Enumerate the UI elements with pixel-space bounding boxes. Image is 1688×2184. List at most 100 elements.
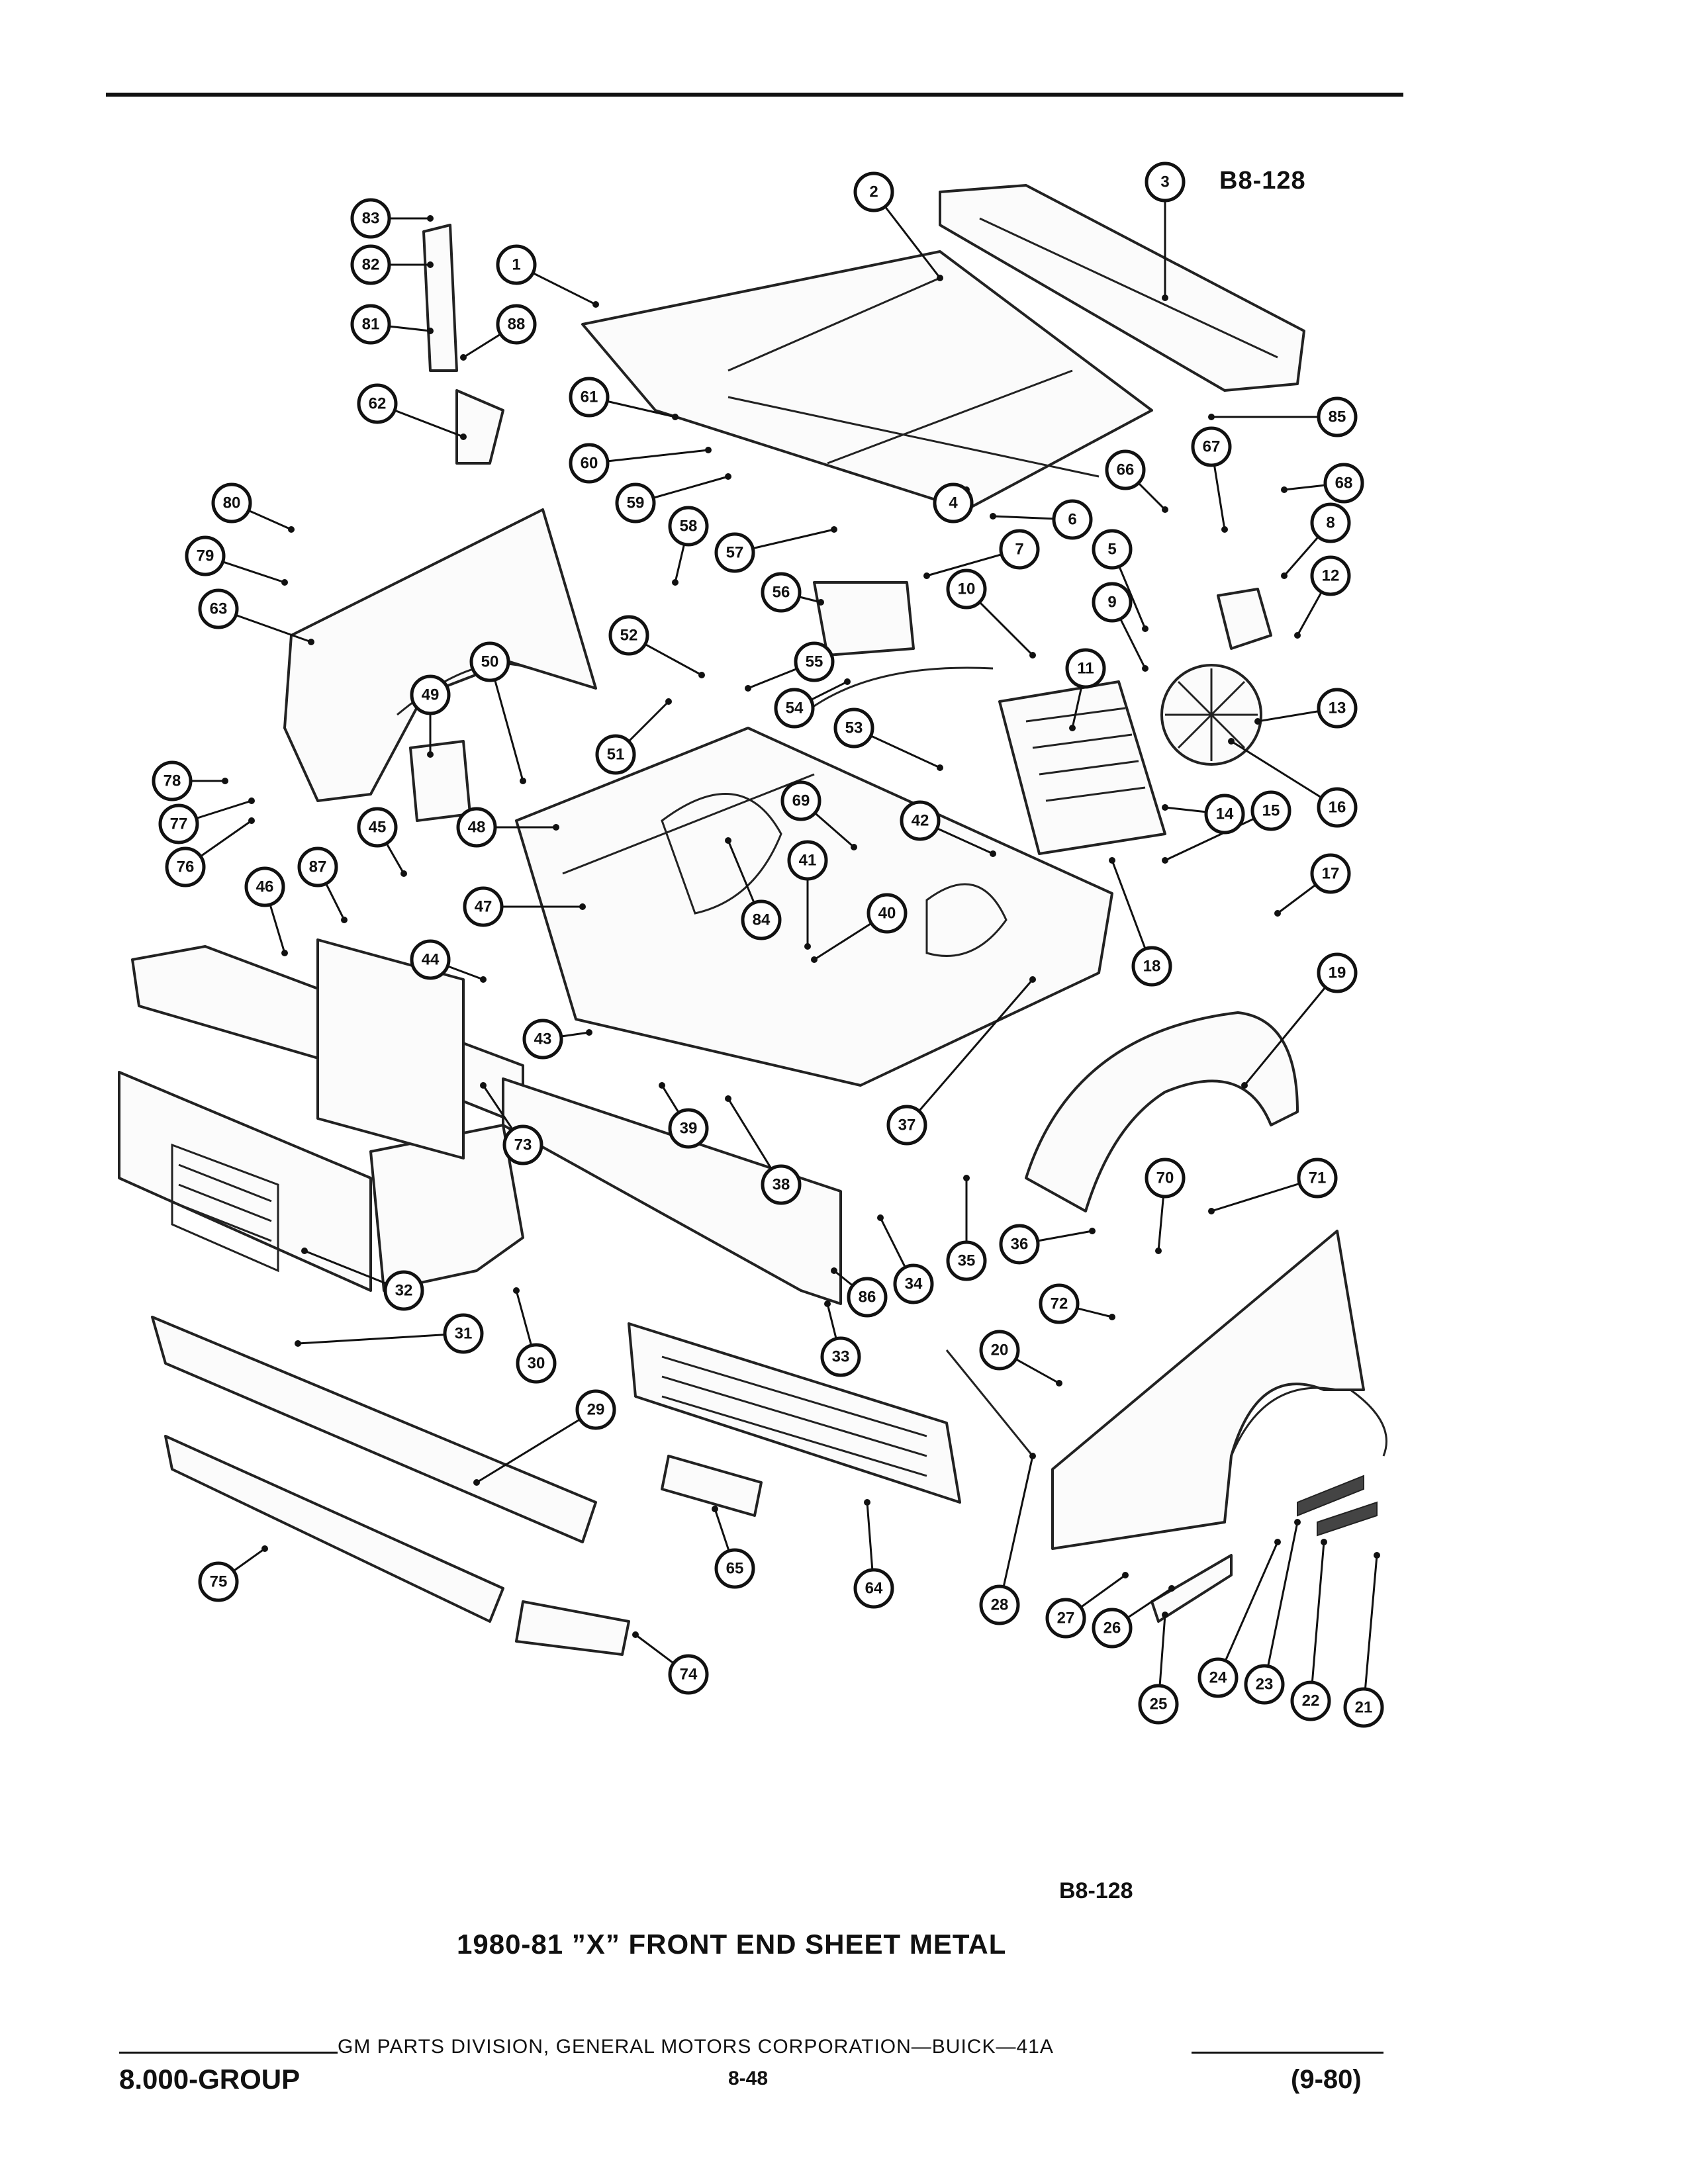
callout-number: 6: [1068, 511, 1076, 529]
callout-circle: [1317, 396, 1358, 437]
cowl-vent-panel: [939, 184, 1305, 392]
leader-arrowhead-18: [1109, 857, 1115, 864]
bumper-impact-bar: [151, 1316, 597, 1543]
footer-page-number: 8-48: [728, 2068, 769, 2089]
callout-circle: [1244, 1664, 1285, 1705]
callout-circle: [761, 572, 802, 613]
callout-circle: [1145, 161, 1186, 203]
callout-circle: [244, 866, 285, 907]
leader-arrowhead-87: [341, 917, 348, 923]
callout-circle: [946, 569, 987, 610]
callout-40: 40: [867, 893, 908, 934]
leader-arrowhead-25: [1162, 1612, 1168, 1618]
callout-number: 83: [362, 210, 380, 228]
callout-number: 35: [958, 1252, 976, 1270]
callout-number: 74: [680, 1666, 698, 1684]
callout-circle: [502, 1124, 543, 1165]
leader-arrowhead-64: [864, 1499, 870, 1506]
callout-number: 30: [528, 1355, 545, 1373]
callout-39: 39: [668, 1108, 709, 1149]
callout-circle: [1317, 688, 1358, 729]
callout-33: 33: [820, 1336, 861, 1377]
callout-circle: [1323, 463, 1364, 504]
callout-number: 34: [905, 1275, 923, 1293]
callout-circle: [463, 886, 504, 927]
callout-number: 62: [369, 395, 387, 413]
callout-number: 53: [845, 719, 863, 737]
callout-circle: [820, 1336, 861, 1377]
callout-number: 37: [898, 1116, 916, 1134]
callout-number: 49: [422, 686, 440, 704]
leader-arrowhead-47: [579, 903, 586, 910]
callout-71: 71: [1297, 1158, 1338, 1199]
callout-number: 29: [587, 1401, 605, 1419]
callout-50: 50: [469, 641, 510, 682]
callout-86: 86: [847, 1277, 888, 1318]
callout-79: 79: [185, 535, 226, 576]
callout-number: 33: [832, 1348, 850, 1366]
figure-reference-top: B8-128: [1219, 167, 1306, 195]
leader-arrowhead-43: [586, 1029, 592, 1036]
footer-rule-left: [119, 2052, 338, 2054]
callout-circle: [1310, 555, 1351, 596]
callout-number: 42: [912, 812, 929, 830]
callout-number: 69: [792, 792, 810, 810]
callout-circle: [714, 532, 755, 573]
leader-arrowhead-19: [1241, 1082, 1248, 1089]
callout-number: 58: [680, 518, 698, 535]
callout-16: 16: [1317, 787, 1358, 828]
callout-circle: [1290, 1680, 1331, 1721]
callout-circle: [569, 377, 610, 418]
callout-circle: [1039, 1283, 1080, 1324]
bumper-reinforcement: [164, 1435, 504, 1623]
leader-arrowhead-44: [480, 976, 487, 983]
callout-circle: [1250, 790, 1291, 831]
emblem-set: [1297, 1475, 1364, 1517]
callout-number: 16: [1329, 799, 1346, 817]
callout-circle: [1343, 1687, 1384, 1728]
leader-arrowhead-83: [427, 215, 434, 222]
callout-number: 10: [958, 580, 976, 598]
leader-line-19: [1243, 972, 1338, 1086]
hood-latch: [1217, 588, 1272, 650]
callout-number: 87: [309, 858, 327, 876]
leader-arrowhead-10: [1029, 652, 1036, 659]
callout-21: 21: [1343, 1687, 1384, 1728]
leader-arrowhead-29: [473, 1479, 480, 1486]
callout-circle: [853, 1568, 894, 1609]
callout-44: 44: [410, 939, 451, 980]
callout-26: 26: [1092, 1608, 1133, 1649]
leader-arrowhead-60: [705, 447, 712, 453]
leader-arrowhead-1: [592, 301, 599, 308]
headlamp-bezel: [369, 1124, 524, 1292]
callout-55: 55: [794, 641, 835, 682]
leader-arrowhead-68: [1281, 486, 1288, 493]
callout-number: 32: [395, 1282, 413, 1300]
callout-number: 40: [878, 905, 896, 923]
figure-reference-bottom: B8-128: [1059, 1878, 1133, 1903]
callout-66: 66: [1105, 449, 1146, 490]
callout-number: 70: [1156, 1169, 1174, 1187]
leader-arrowhead-77: [248, 797, 255, 804]
support-bracket: [455, 389, 504, 465]
callout-number: 48: [468, 819, 486, 837]
footer-publisher: GM PARTS DIVISION, GENERAL MOTORS CORPOR…: [338, 2036, 1054, 2058]
callout-number: 9: [1107, 594, 1116, 612]
callout-circle: [1317, 787, 1358, 828]
leader-line-23: [1263, 1522, 1299, 1685]
callout-number: 20: [991, 1342, 1009, 1359]
callout-73: 73: [502, 1124, 543, 1165]
leader-arrowhead-62: [460, 433, 467, 440]
callout-5: 5: [1092, 529, 1133, 570]
callout-number: 38: [773, 1176, 790, 1194]
leader-arrowhead-82: [427, 261, 434, 268]
callout-circle: [668, 1108, 709, 1149]
leader-arrowhead-31: [295, 1340, 301, 1347]
callout-60: 60: [569, 443, 610, 484]
callout-9: 9: [1092, 582, 1133, 623]
leader-line-21: [1362, 1555, 1378, 1708]
callout-number: 54: [786, 700, 804, 717]
parts-drawing: [118, 184, 1387, 1656]
leader-arrowhead-52: [698, 672, 705, 678]
